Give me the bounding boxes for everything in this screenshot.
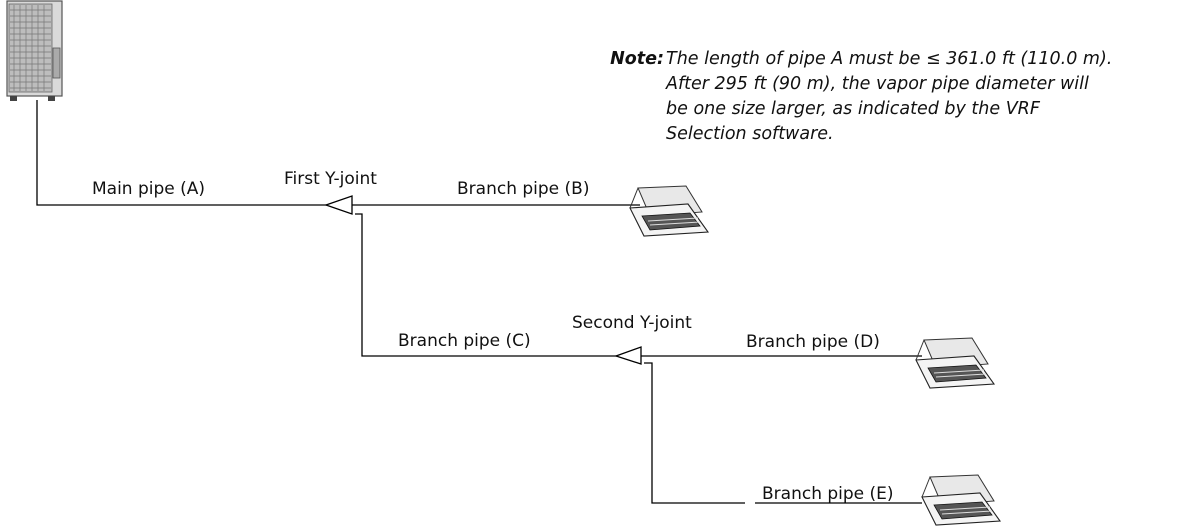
second-y-joint-label: Second Y-joint [572,313,692,333]
pipe-lines [36,100,922,504]
branch-pipe-e [644,362,745,504]
note-line: The length of pipe A must be ≤ 361.0 ft … [666,49,1113,69]
first-y-joint-label: First Y-joint [284,169,377,189]
note-line: After 295 ft (90 m), the vapor pipe diam… [666,74,1089,94]
note-block: Note:The length of pipe A must be ≤ 361.… [582,47,1112,147]
indoor-unit-e-icon [921,474,1002,526]
second-y-joint-icon [613,346,642,365]
note-line: Selection software. [666,124,834,144]
indoor-unit-b-icon [629,185,710,237]
branch-pipe-d-label: Branch pipe (D) [746,332,880,352]
main-pipe-a [36,100,328,206]
branch-pipe-b-label: Branch pipe (B) [457,179,590,199]
branch-pipe-c [355,213,618,357]
branch-pipe-c-label: Branch pipe (C) [398,331,531,351]
outdoor-unit-icon [6,0,63,101]
main-pipe-label: Main pipe (A) [92,179,206,199]
note-heading: Note: [610,49,664,69]
branch-pipe-e-label: Branch pipe (E) [762,484,894,504]
first-y-joint-icon [324,195,353,215]
note-line: be one size larger, as indicated by the … [666,99,1040,119]
indoor-unit-d-icon [915,337,996,389]
